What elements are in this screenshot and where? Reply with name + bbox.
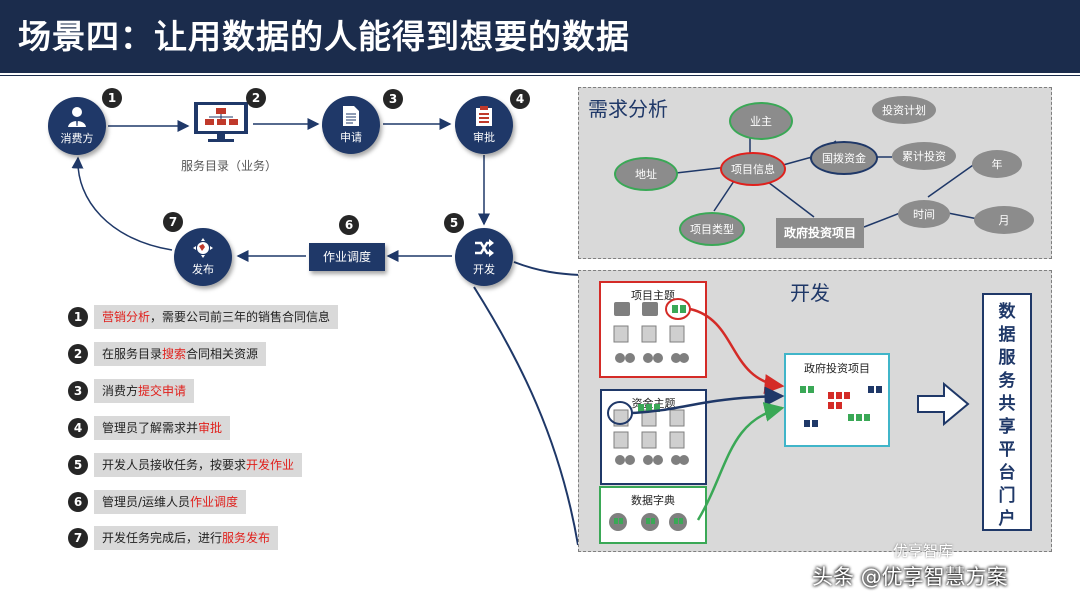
- globe-icon: [193, 238, 213, 258]
- node-guobo-zijin: 国拨资金: [810, 141, 878, 175]
- monitor-icon: [194, 102, 248, 142]
- gov-investment-target-box: 政府投资项目: [784, 353, 890, 447]
- header-underline: [0, 70, 1080, 73]
- service-catalog-node[interactable]: [192, 100, 250, 144]
- step-item-number: 1: [68, 307, 88, 327]
- step-number-5: 5: [444, 213, 464, 233]
- step-item-text: 管理员了解需求并审批: [94, 416, 231, 440]
- step-number-3: 3: [383, 89, 403, 109]
- page-title: 场景四：让用数据的人能得到想要的数据: [18, 17, 630, 56]
- step-item-text: 管理员/运维人员作业调度: [94, 490, 247, 514]
- step-item-number: 3: [68, 381, 88, 401]
- step-highlight-text: 作业调度: [190, 495, 239, 509]
- node-touzi-jihua: 投资计划: [872, 96, 936, 124]
- job-scheduling-node[interactable]: 作业调度: [309, 243, 385, 271]
- node-leiji-touzi: 累计投资: [892, 142, 956, 170]
- service-catalog-caption: 服务目录（业务）: [181, 159, 278, 173]
- step-highlight-text: 营销分析: [102, 310, 151, 324]
- apply-node[interactable]: 申请: [322, 96, 380, 154]
- data-service-portal: 数据服务共享平台门户: [982, 293, 1032, 531]
- step-number-1: 1: [102, 88, 122, 108]
- development-title: 开发: [790, 281, 830, 305]
- step-item-number: 5: [68, 455, 88, 475]
- step-number-2: 2: [246, 88, 266, 108]
- header-underline-thin: [0, 75, 1080, 76]
- step-highlight-text: 服务发布: [222, 531, 271, 545]
- step-item-text: 在服务目录搜索合同相关资源: [94, 342, 267, 366]
- step-plain-text: 合同相关资源: [186, 347, 259, 361]
- flow-connectors: [71, 118, 580, 546]
- node-xiangmu-leixing: 项目类型: [679, 212, 745, 246]
- step-plain-text: 开发人员接收任务，按要求: [102, 458, 247, 472]
- step-plain-text: 管理员了解需求并: [102, 421, 199, 435]
- step-plain-text: 管理员/运维人员: [102, 495, 191, 509]
- node-dizhi: 地址: [614, 157, 678, 191]
- document-icon: [343, 106, 359, 126]
- dev-graphics: [607, 298, 970, 531]
- consumer-label: 消费方: [60, 132, 94, 145]
- step-highlight-text: 提交申请: [138, 384, 187, 398]
- header-bar: 场景四：让用数据的人能得到想要的数据: [0, 0, 1080, 70]
- step-item-number: 6: [68, 492, 88, 512]
- publish-node[interactable]: 发布: [174, 228, 232, 286]
- watermark-brand: 优享智库: [893, 542, 954, 560]
- clipboard-icon: [476, 106, 492, 126]
- step-plain-text: 消费方: [102, 384, 139, 398]
- gov-investment-target-label: 政府投资项目: [804, 362, 870, 375]
- shuffle-icon: [475, 239, 494, 257]
- step-item-number: 2: [68, 344, 88, 364]
- node-xiangmu-xinxi: 项目信息: [720, 152, 786, 186]
- develop-label: 开发: [473, 263, 495, 276]
- step-plain-text: 开发任务完成后，进行: [102, 531, 223, 545]
- node-nian: 年: [972, 150, 1022, 178]
- step-highlight-text: 审批: [198, 421, 223, 435]
- data-service-portal-text: 数据服务共享平台门户: [998, 302, 1016, 529]
- step-plain-text: 在服务目录: [102, 347, 163, 361]
- data-dictionary-label: 数据字典: [631, 494, 675, 507]
- consumer-node[interactable]: 消费方: [48, 97, 106, 155]
- step-number-6: 6: [339, 215, 359, 235]
- step-plain-text: ，需要公司前三年的销售合同信息: [150, 310, 331, 324]
- node-shijian: 时间: [898, 200, 950, 228]
- step-item-text: 消费方提交申请: [94, 379, 195, 403]
- step-item-text: 营销分析，需要公司前三年的销售合同信息: [94, 305, 339, 329]
- step-item-number: 4: [68, 418, 88, 438]
- step-number-4: 4: [510, 89, 530, 109]
- step-item-text: 开发任务完成后，进行服务发布: [94, 526, 279, 550]
- demand-analysis-title: 需求分析: [588, 97, 668, 121]
- user-icon: [68, 107, 86, 127]
- publish-label: 发布: [192, 263, 214, 276]
- step-item-text: 开发人员接收任务，按要求开发作业: [94, 453, 303, 477]
- apply-label: 申请: [340, 131, 362, 144]
- develop-node[interactable]: 开发: [455, 228, 513, 286]
- node-yezhu: 业主: [729, 102, 793, 140]
- approve-node[interactable]: 审批: [455, 96, 513, 154]
- node-zhengfu-touzi: 政府投资项目: [776, 218, 864, 248]
- node-yue: 月: [974, 206, 1034, 234]
- approve-label: 审批: [473, 131, 495, 144]
- project-theme-label: 项目主题: [631, 289, 675, 302]
- watermark-text: 头条 @优享智慧方案: [812, 565, 1008, 589]
- step-item-number: 7: [68, 528, 88, 548]
- step-number-7: 7: [163, 212, 183, 232]
- step-highlight-text: 搜索: [162, 347, 187, 361]
- step-highlight-text: 开发作业: [246, 458, 295, 472]
